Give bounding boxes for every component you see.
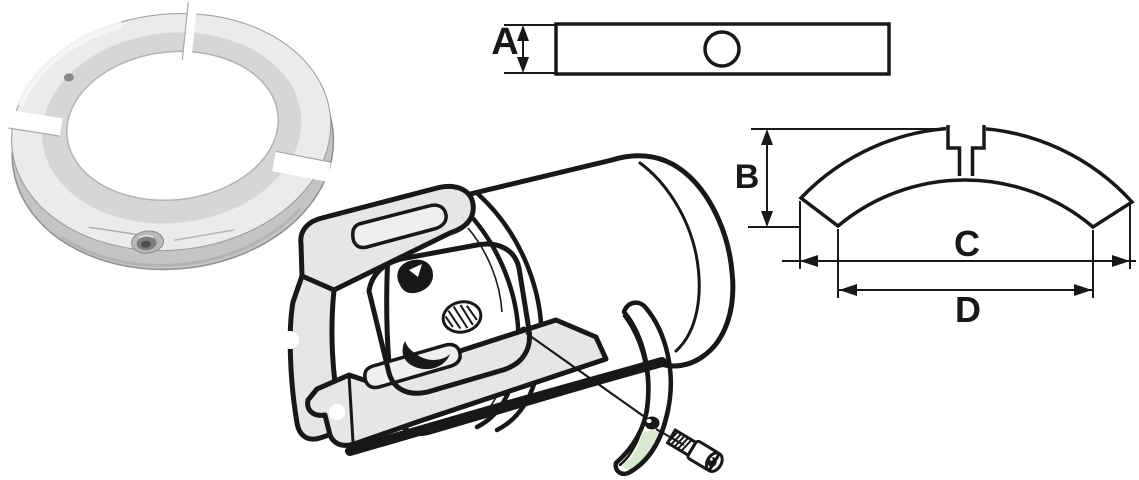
plate-rect: [554, 22, 891, 76]
anode-screw-hole-glint: [646, 418, 652, 424]
dimension-b-label: B: [735, 158, 760, 196]
c-arrowhead-right: [1112, 255, 1130, 267]
jaw-fold-line: [347, 373, 355, 444]
ring-scratch-2: [174, 229, 234, 242]
collar-key-notch: [946, 125, 986, 176]
collar-notch-erase-outer: [946, 120, 986, 148]
clamp-slot: [351, 203, 448, 250]
a-arrowhead-up: [517, 25, 529, 41]
leader-line: [525, 332, 650, 421]
d-arrowhead-right: [1074, 284, 1092, 296]
collar-segment-diagram: B C D: [735, 120, 1136, 330]
dimension-c-label: C: [954, 223, 980, 264]
collar-notch-erase-stem: [958, 147, 974, 175]
ring-bore: [66, 50, 279, 202]
ring-split-gap-left: [8, 110, 63, 137]
boss-hole-glint: [409, 264, 422, 277]
a-arrowhead-down: [517, 57, 529, 73]
anode-bottom-edge-restroke: [627, 407, 671, 475]
anode-screw-hole: [644, 416, 660, 430]
ring-scratch-1: [88, 226, 144, 237]
anode-segment: [613, 300, 673, 477]
allen-screw: [665, 427, 724, 473]
anode-green-face: [622, 430, 659, 471]
screw-socket: [707, 457, 717, 467]
ring-split-gap-top: [181, 2, 198, 61]
groove-hairline-1: [467, 227, 503, 313]
hub-end-cap-rim: [638, 161, 701, 353]
plate-side-view-diagram: A: [491, 21, 891, 76]
ring-split-gap-right: [272, 150, 331, 182]
b-arrowhead-up: [761, 129, 773, 145]
boss-slot-crescent: [402, 341, 450, 370]
dimension-d-label: D: [955, 289, 981, 330]
boss-hole-dark: [397, 259, 433, 294]
left-face-notch: [281, 331, 299, 349]
ring-pin-hole: [63, 73, 74, 82]
anode-inner-band-line: [618, 314, 649, 467]
hub-shadow-edge: [345, 357, 667, 456]
hub-center-boss: [366, 241, 533, 396]
ring-highlight: [16, 21, 123, 108]
c-arrowhead-left: [800, 255, 818, 267]
collar-arc-body: [798, 126, 1135, 230]
ring-screw-hole: [131, 230, 164, 254]
dimension-a-label: A: [491, 21, 518, 63]
b-arrowhead-down: [761, 211, 773, 227]
boss-threaded-hole: [441, 300, 483, 334]
hub-assembly-illustration: [281, 153, 736, 477]
jaw-notch: [329, 404, 345, 420]
split-ring-anode-photo: [8, 2, 335, 271]
plate-hole: [703, 30, 741, 68]
d-arrowhead-left: [839, 284, 857, 296]
ring-band-shade: [60, 208, 302, 267]
